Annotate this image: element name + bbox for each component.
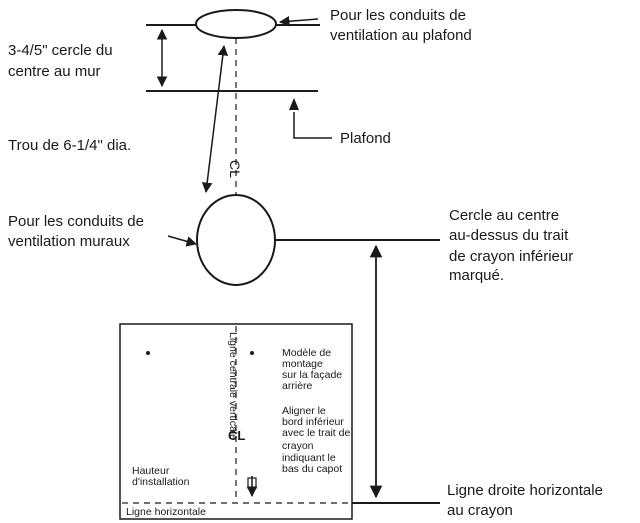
template-cl-mark: CL xyxy=(228,428,245,443)
screw-dot-right xyxy=(250,351,254,355)
pencil-line-label-l2: au crayon xyxy=(447,502,513,519)
circle-above-label-l1: Cercle au centre xyxy=(449,207,559,224)
template-align-l2: bord inférieur xyxy=(282,416,344,428)
ceiling-leader xyxy=(293,112,332,139)
wall-vent-label-l1: Pour les conduits de xyxy=(8,213,144,230)
circle-above-label-l2: au-dessus du trait xyxy=(449,227,569,244)
screw-dot-left xyxy=(146,351,150,355)
template-horizontal-line: Ligne horizontale xyxy=(126,506,206,518)
template-model-l1: Modèle de xyxy=(282,347,331,359)
template-vertical-center-line: Ligne centrale verticale xyxy=(227,332,239,440)
hole-arrow xyxy=(201,44,229,194)
hole-label: Trou de 6-1/4" dia. xyxy=(8,137,131,154)
circle-above-label-l4: marqué. xyxy=(449,267,504,284)
template-install-height-l1: Hauteur xyxy=(132,465,170,477)
circle-above-label-l3: de crayon inférieur xyxy=(449,248,573,265)
wall-vent-label-l2: ventilation muraux xyxy=(8,233,130,250)
template-arrow-stem xyxy=(247,477,257,489)
pencil-line-label-l1: Ligne droite horizontale xyxy=(447,482,603,499)
offset-label-l1: 3-4/5" cercle du xyxy=(8,42,113,59)
ceiling-vent-ellipse xyxy=(195,9,277,39)
template-install-height-l2: d'installation xyxy=(132,476,190,488)
template-align-l6: bas du capot xyxy=(282,463,342,475)
template-align-l3: avec le trait de xyxy=(282,427,350,439)
ceiling-vent-label-l1: Pour les conduits de xyxy=(330,7,466,24)
wall-vent-pointer xyxy=(167,235,198,247)
wall-vent-circle xyxy=(196,194,276,286)
ceiling-vent-pointer xyxy=(278,16,319,27)
centerline-mark: CL xyxy=(227,160,243,178)
template-align-l4: crayon xyxy=(282,440,314,452)
offset-label-l2: centre au mur xyxy=(8,63,101,80)
template-model-l3: sur la façade xyxy=(282,369,342,381)
template-model-l4: arrière xyxy=(282,380,313,392)
ceiling-label: Plafond xyxy=(340,130,391,147)
ceiling-vent-label-l2: ventilation au plafond xyxy=(330,27,472,44)
template-model-l2: montage xyxy=(282,358,323,370)
template-align-l1: Aligner le xyxy=(282,405,326,417)
ceiling-leader-arrowhead xyxy=(289,98,299,110)
mounting-template xyxy=(119,323,353,520)
template-align-l5: indiquant le xyxy=(282,452,336,464)
